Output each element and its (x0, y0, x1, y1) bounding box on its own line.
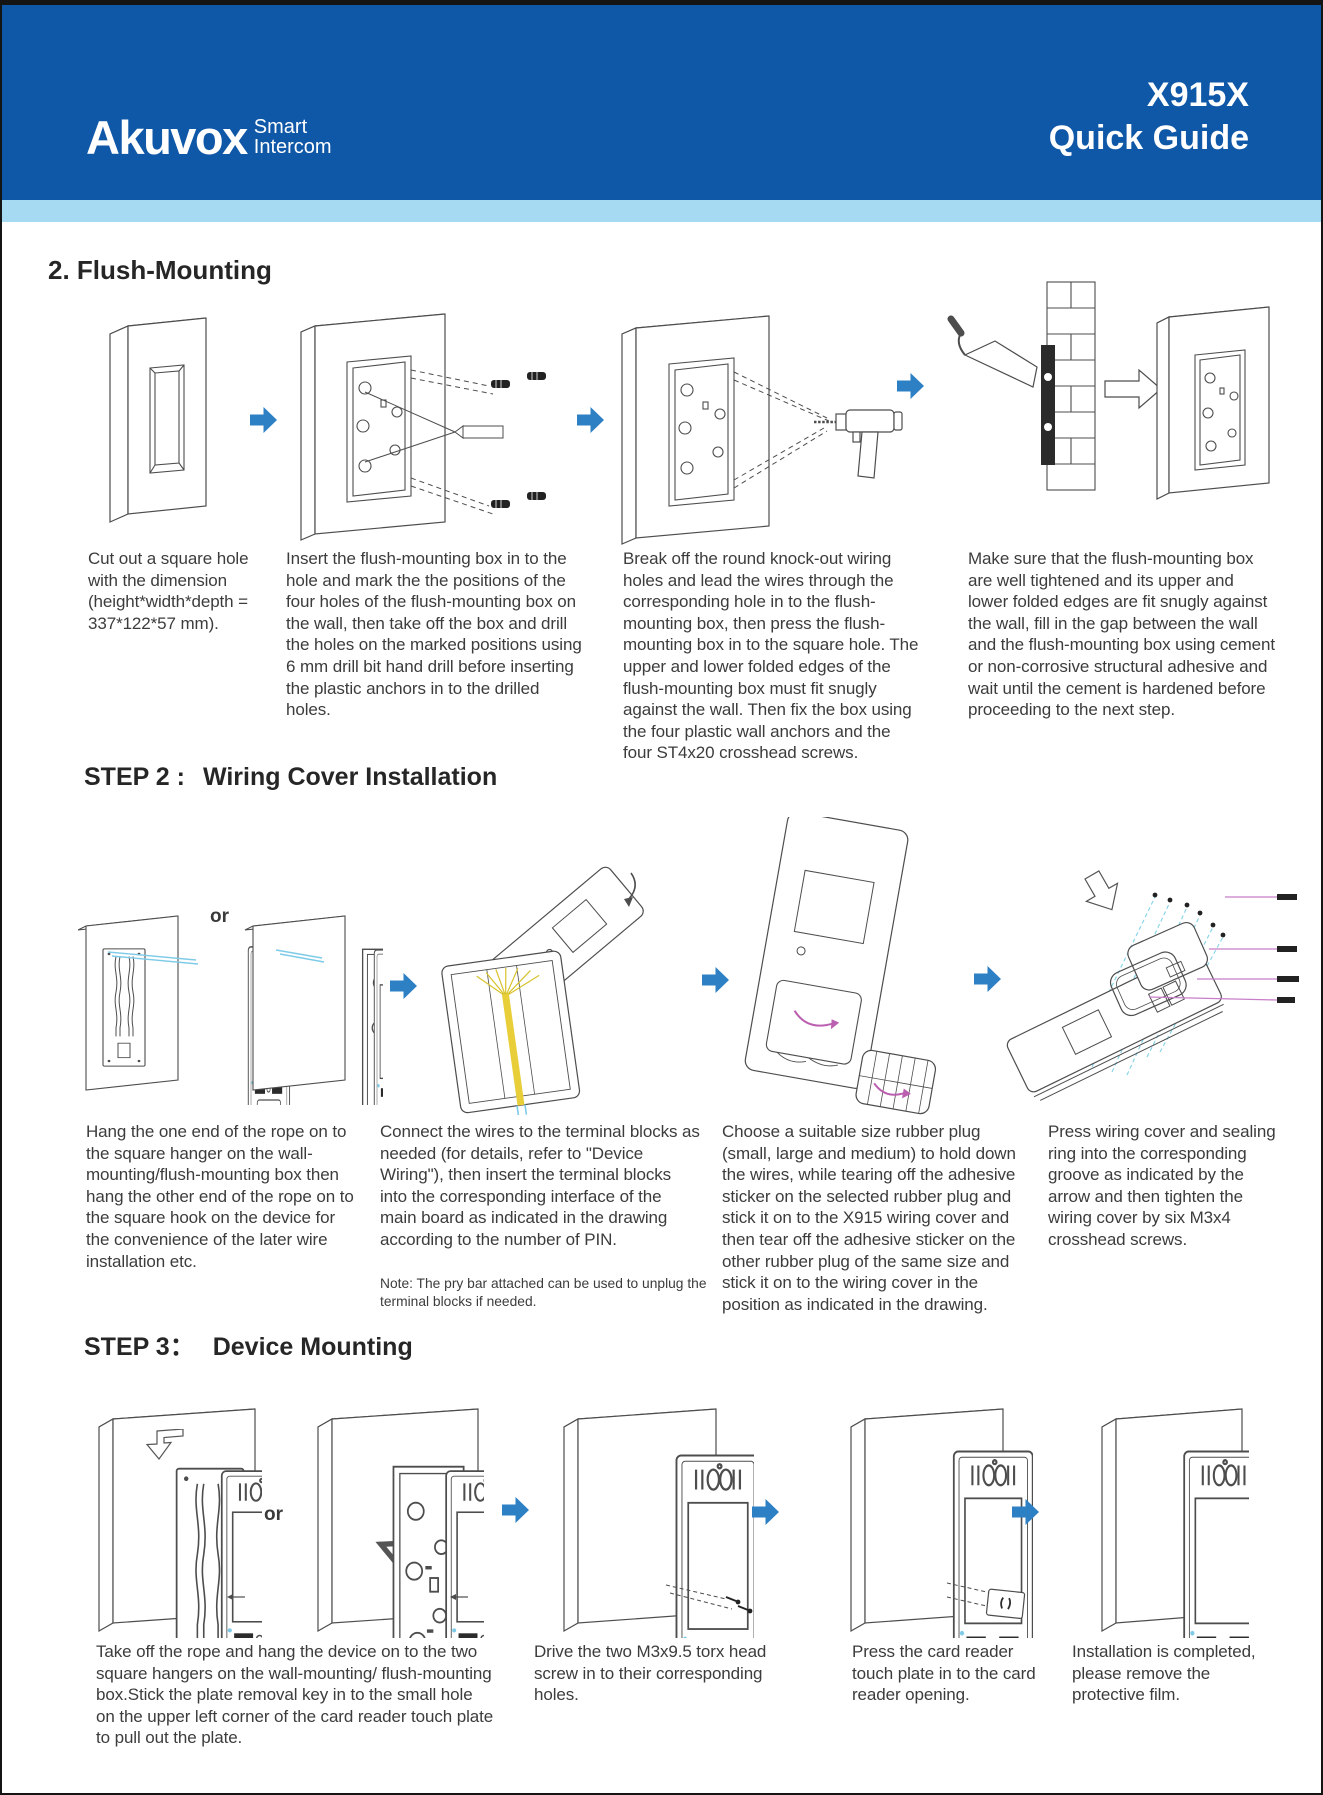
illustration-wiring-cover-screws (1006, 870, 1299, 1101)
instruction-text: Make sure that the flush-mounting box ar… (968, 549, 1276, 720)
brand-logo: Akuvox Smart Intercom (86, 111, 332, 164)
step-arrow-icon (390, 973, 417, 999)
illustration-hang-device-box (317, 1408, 484, 1638)
step-arrow-icon (502, 1497, 529, 1523)
illustration-knockout-wiring-drill (621, 315, 903, 545)
brand-name: Akuvox (86, 111, 248, 164)
brand-tagline-line2: Intercom (253, 136, 332, 158)
step2-prefix: STEP 2 : (84, 763, 185, 791)
step-arrow-icon (250, 407, 277, 433)
section-title-step3: STEP 3： Device Mounting (84, 1327, 413, 1363)
header-accent-strip (2, 200, 1321, 222)
instruction-text: Press wiring cover and sealing ring into… (1048, 1122, 1276, 1249)
or-label: or (210, 906, 229, 927)
step2-title: Wiring Cover Installation (202, 763, 498, 791)
document-title: Quick Guide (1048, 119, 1249, 157)
instruction-text: Hang the one end of the rope on to the s… (86, 1122, 354, 1271)
instruction-text: Press the card reader touch plate in to … (852, 1642, 1036, 1705)
instruction-text: Cut out a square hole with the dimension… (88, 549, 249, 633)
illustration-cement-fill-finished-box (947, 281, 1270, 500)
instruction-text: Connect the wires to the terminal blocks… (380, 1122, 700, 1249)
illustration-hang-rope (78, 915, 383, 1105)
step-arrow-icon (752, 1499, 779, 1525)
header-banner: Akuvox Smart Intercom X915X Quick Guide (2, 5, 1321, 200)
illustration-cut-square-hole (109, 317, 207, 523)
section-title-flush-mounting: 2. Flush-Mounting (48, 255, 272, 285)
instruction-text: Choose a suitable size rubber plug (smal… (722, 1122, 1016, 1314)
step3-title: Device Mounting (212, 1333, 413, 1361)
illustration-rubber-plugs (744, 817, 937, 1115)
step-arrow-icon (897, 373, 924, 399)
header-titles: X915X Quick Guide (1049, 75, 1249, 161)
instruction-text: Break off the round knock-out wiring hol… (623, 549, 919, 763)
illustration-mark-holes-anchors (300, 313, 546, 541)
illustration-connect-wires (441, 866, 644, 1115)
note-text: Note: The pry bar attached can be used t… (380, 1276, 707, 1309)
instruction-text: Installation is completed, please remove… (1072, 1642, 1256, 1705)
section-title-step2: STEP 2 : Wiring Cover Installation (84, 763, 497, 792)
step-arrow-icon (1012, 1499, 1039, 1525)
illustration-installation-complete (1101, 1408, 1249, 1638)
step-arrow-icon (577, 407, 604, 433)
illustration-hang-device-plate (98, 1408, 262, 1638)
instruction-text: Drive the two M3x9.5 torx head screw in … (534, 1642, 767, 1705)
illustration-drive-torx-screws (563, 1408, 754, 1638)
step3-prefix: STEP 3： (84, 1333, 195, 1361)
instruction-text: Insert the flush-mounting box in to the … (286, 549, 582, 720)
illustration-press-card-reader-plate (850, 1408, 1033, 1638)
or-label: or (264, 1504, 283, 1525)
brand-tagline: Smart Intercom (254, 117, 332, 159)
product-model: X915X (1146, 76, 1249, 114)
brand-tagline-line1: Smart (253, 116, 308, 138)
instruction-text: Take off the rope and hang the device on… (96, 1642, 494, 1748)
